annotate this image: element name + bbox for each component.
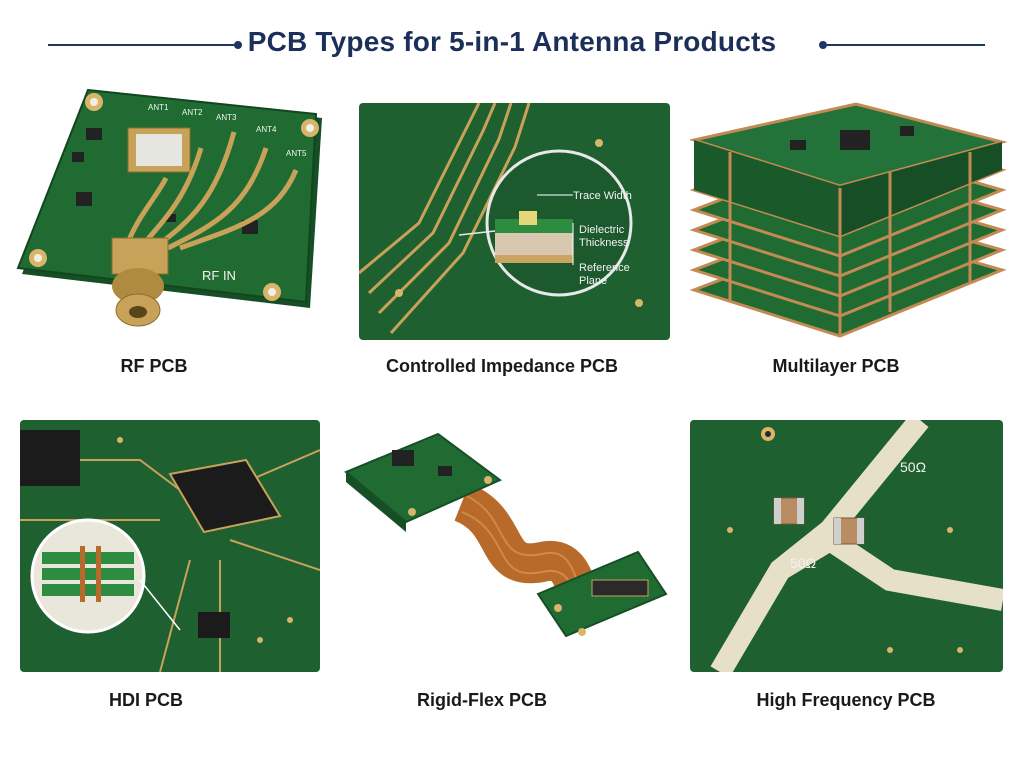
- title-bar: PCB Types for 5-in-1 Antenna Products: [0, 0, 1024, 90]
- title-rule-right: [827, 44, 985, 46]
- antenna-label: ANT4: [256, 125, 277, 134]
- title-dot-right: [819, 41, 827, 49]
- trace-width-label: Trace Width: [573, 190, 632, 202]
- antenna-label: ANT2: [182, 108, 203, 117]
- antenna-label: ANT3: [216, 113, 237, 122]
- dielectric-label: Dielectric: [579, 224, 625, 236]
- rf-pcb-panel: ANT1 ANT2 ANT3 ANT4 ANT5 RF IN: [16, 88, 332, 328]
- rf-pcb-image: ANT1 ANT2 ANT3 ANT4 ANT5 RF IN: [16, 88, 322, 327]
- controlled-impedance-pcb-panel: Trace Width Dielectric Thickness Referen…: [359, 103, 670, 340]
- antenna-label: ANT1: [148, 103, 169, 112]
- rigid-flex-pcb-panel: [342, 432, 672, 642]
- caption-rf-pcb: RF PCB: [120, 356, 188, 376]
- page-title: PCB Types for 5-in-1 Antenna Products: [247, 26, 777, 57]
- caption-hdi-pcb: HDI PCB: [108, 690, 183, 710]
- caption-multilayer-pcb: Multilayer PCB: [772, 356, 900, 376]
- thickness-label: Thickness: [579, 237, 629, 249]
- rigid-flex-image: [344, 432, 668, 638]
- plane-label: Plane: [579, 275, 607, 287]
- caption-high-frequency-pcb: High Frequency PCB: [756, 690, 936, 710]
- title-dot-left: [234, 41, 242, 49]
- multilayer-pcb-panel: [690, 100, 1008, 340]
- multilayer-image: [690, 102, 1008, 338]
- high-frequency-image: 50Ω 50Ω: [690, 420, 1003, 672]
- hdi-pcb-panel: [20, 420, 320, 672]
- hdi-image: [20, 420, 320, 672]
- impedance-label: 50Ω: [900, 459, 926, 475]
- antenna-label: ANT5: [286, 149, 307, 158]
- caption-controlled-impedance-pcb: Controlled Impedance PCB: [385, 356, 619, 376]
- reference-label: Reference: [579, 262, 630, 274]
- impedance-label: 50Ω: [790, 555, 816, 571]
- title-rule-left: [48, 44, 236, 46]
- rf-in-label: RF IN: [202, 268, 236, 283]
- high-frequency-pcb-panel: 50Ω 50Ω: [690, 420, 1003, 672]
- caption-rigid-flex-pcb: Rigid-Flex PCB: [416, 690, 547, 710]
- controlled-impedance-image: Trace Width Dielectric Thickness Referen…: [359, 103, 670, 340]
